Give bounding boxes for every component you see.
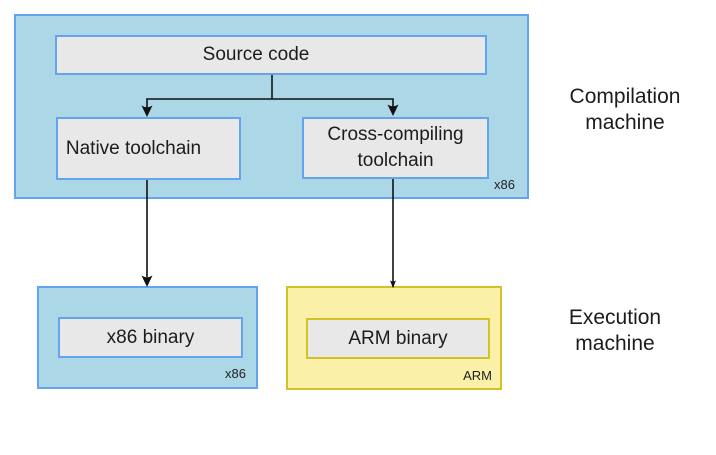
arm-binary-label: ARM binary [348,327,448,349]
x86-binary-node: x86 binary [58,317,243,358]
compilation-machine-label: Compilation machine [569,85,681,134]
arm-machine-arch-tag: ARM [463,368,492,383]
source-code-node: Source code [55,35,487,75]
execution-machine-label: Execution machine [568,306,662,355]
arm-execution-machine-box: ARM binary ARM [286,286,502,390]
cross-toolchain-node: Cross-compiling toolchain [302,117,489,179]
native-toolchain-label: Native toolchain [65,137,202,159]
source-code-label: Source code [202,44,310,65]
native-toolchain-node: Native toolchain [56,117,241,180]
cross-toolchain-label: Cross-compiling toolchain [327,124,464,171]
compilation-machine-arch-tag: x86 [494,177,515,192]
x86-machine-arch-tag: x86 [225,366,246,381]
arm-binary-node: ARM binary [306,318,490,359]
x86-execution-machine-box: x86 binary x86 [37,286,258,389]
x86-binary-label: x86 binary [106,326,195,348]
